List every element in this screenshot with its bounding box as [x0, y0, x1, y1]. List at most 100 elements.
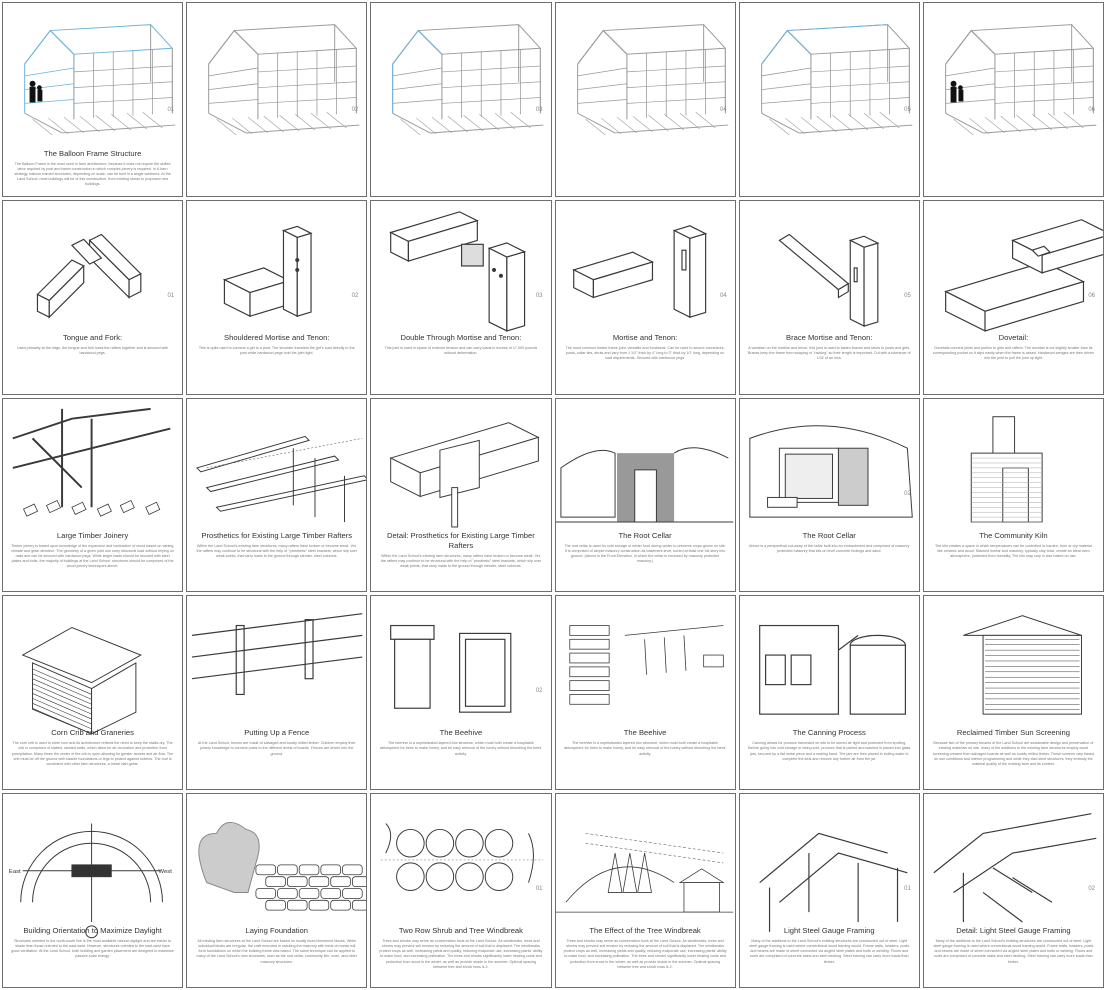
panel-number: 03 [535, 292, 543, 299]
panel-description: Timber joinery is based upon knowledge o… [11, 543, 175, 568]
panel-illustration [568, 625, 724, 706]
panel-illustration [933, 813, 1097, 923]
panel-title: Light Steel Gauge Framing [783, 926, 875, 936]
west-label: West [159, 869, 173, 875]
panel-number: 01 [167, 107, 175, 113]
east-label: East [9, 869, 21, 875]
panel-caption [379, 135, 542, 138]
diagram-panel-2: 02 [186, 2, 368, 197]
panel-title: Putting Up a Fence [244, 728, 310, 738]
panel-title: Prosthetics for Existing Large Timber Ra… [201, 530, 353, 540]
panel-number: 02 [535, 688, 543, 695]
panel-illustration [198, 822, 367, 911]
panel-caption [932, 135, 1095, 138]
panel-illustration [222, 225, 313, 317]
panel-description: The Balloon Frame is the most used in fa… [14, 162, 171, 187]
panel-caption [564, 135, 727, 138]
panel-number: 04 [719, 292, 727, 299]
panel-title: Detail: Light Steel Gauge Framing [956, 926, 1071, 936]
panel-number: 01 [904, 886, 911, 893]
panel-title: Brace Mortise and Tenon: [786, 332, 873, 342]
diagram-panel-5: 05 [738, 2, 920, 197]
panel-caption: Brace Mortise and Tenon: A variation on t… [748, 333, 911, 361]
diagram-panel-4: 04 [554, 2, 736, 197]
diagram-panel-15: Detail: Prosthetics for Existing Large T… [370, 397, 552, 593]
panel-caption: Putting Up a Fence At the Land School, fe… [195, 728, 358, 756]
panel-description: Within the Land School's existing farm s… [380, 553, 542, 568]
panel-description: A variation on the mortise and tenon, th… [747, 345, 911, 360]
panel-caption: Prosthetics for Existing Large Timber Ra… [195, 531, 358, 559]
panel-illustration: East West [9, 823, 173, 939]
panel-description: Within the Land School's existing farm s… [196, 543, 357, 558]
panel-description: Trees and shrubs may serve as conservati… [563, 939, 727, 969]
panel-caption: Building Orientation to Maximize Dayligh… [11, 926, 174, 959]
panel-description: Because two of the primary tenants of th… [932, 741, 1095, 766]
panel-illustration [392, 24, 544, 136]
panel-illustration [944, 24, 1097, 136]
panel-description: The corn crib is used to store corn and … [11, 741, 174, 766]
panel-number: 01 [535, 886, 543, 893]
panel-title: Mortise and Tenon: [612, 332, 678, 342]
panel-caption: Dovetail:Dovetails connect joists and pu… [932, 333, 1095, 361]
panel-number: 06 [1088, 292, 1095, 299]
panel-description: All existing farm structures at the Land… [196, 939, 357, 964]
panel-number: 06 [1088, 107, 1095, 113]
panel-title: The Canning Process [792, 728, 866, 738]
panel-description: Dovetails connect joists and purlins to … [932, 345, 1095, 360]
panel-illustration [963, 615, 1082, 716]
panel-description: The root cellar is used for cold storage… [564, 543, 726, 563]
panel-illustration [943, 218, 1103, 332]
panel-caption [195, 135, 358, 138]
panel-description: Used primarily at the ridge, the tongue … [17, 345, 169, 355]
panel-illustration [760, 24, 912, 136]
panel-illustration [778, 233, 880, 327]
panel-description: Trees and shrubs may serve as conservati… [379, 939, 543, 969]
panel-illustration [970, 415, 1043, 523]
panel-description: The kiln creates a space in which temper… [935, 543, 1092, 558]
panel-description: This joint is used in spans of extreme t… [384, 345, 538, 355]
panel-description: Many of the additions to the Land School… [749, 939, 910, 964]
panel-caption [748, 135, 911, 138]
diagram-panel-6: 06 [922, 2, 1104, 197]
panel-title: The Balloon Frame Structure [43, 149, 142, 158]
panel-description: At the Land School, fences are made of s… [197, 741, 356, 756]
panel-caption: Detail: Prosthetics for Existing Large T… [379, 531, 542, 569]
panel-illustration [576, 24, 728, 136]
panel-number: 02 [351, 107, 359, 113]
panel-title: Shouldered Mortise and Tenon: [224, 332, 330, 342]
panel-illustration [24, 24, 176, 136]
panel-description: Above is a perspectival cut-away of the … [748, 543, 910, 553]
panel-title: Laying Foundation [245, 926, 308, 936]
panel-illustration [192, 613, 363, 696]
panel-description: This is quite used to connect a girt to … [198, 345, 355, 355]
panel-caption: Double Through Mortise and Tenon:This jo… [379, 333, 542, 356]
panel-illustration [758, 832, 908, 933]
panel-illustration [390, 625, 512, 714]
panel-illustration [555, 446, 733, 523]
panel-title: The Root Cellar [618, 530, 672, 540]
